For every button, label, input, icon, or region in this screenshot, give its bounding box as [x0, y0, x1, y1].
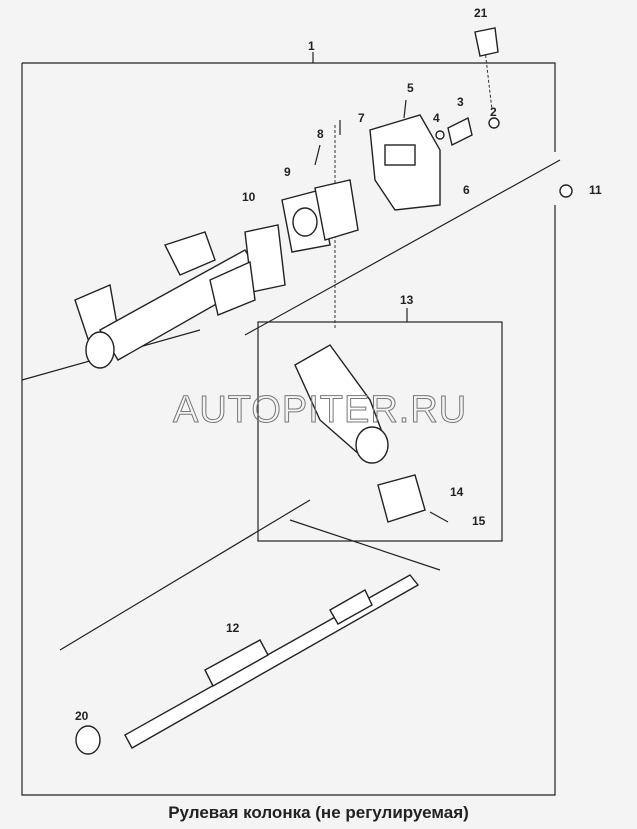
callout-8: 8: [317, 127, 324, 141]
assembly-1-frame: [22, 62, 556, 152]
spring-part-3: [447, 116, 473, 147]
assembly-13-frame: [257, 321, 503, 542]
callout-15: 15: [472, 514, 486, 528]
screw-part-15: [429, 511, 449, 523]
clip-part-21: [474, 27, 499, 57]
guide-line: [289, 519, 441, 571]
washer-part-4: [435, 130, 445, 140]
callout-12: 12: [226, 621, 240, 635]
callout-6: 6: [463, 183, 470, 197]
callout-13: 13: [400, 293, 414, 307]
housing-part-9: [281, 179, 359, 253]
screw-part-5: [403, 99, 407, 119]
guide-line: [59, 499, 311, 651]
bushing-part-20: [75, 725, 101, 755]
watermark: AUTOPITER.RU: [173, 389, 467, 431]
callout-14: 14: [450, 485, 464, 499]
callout-9: 9: [284, 165, 291, 179]
callout-11: 11: [589, 183, 602, 197]
nut-part-2: [488, 117, 500, 129]
callout-5: 5: [407, 81, 414, 95]
callout-3: 3: [457, 95, 464, 109]
callout-7: 7: [358, 111, 365, 125]
switch-part-14: [377, 474, 426, 523]
assembly-1-frame-bottom: [21, 63, 556, 796]
callout-1: 1: [308, 39, 315, 53]
nut-part-11: [559, 184, 573, 198]
dashed-axis: [484, 49, 493, 111]
ignition-switch-part-13: [294, 344, 449, 523]
callout-21: 21: [474, 6, 488, 20]
callout-10: 10: [242, 190, 256, 204]
guide-line: [244, 159, 561, 336]
lock-housing-part-6: [369, 114, 441, 211]
callout-2: 2: [490, 105, 497, 119]
callout-20: 20: [75, 709, 89, 723]
callout-4: 4: [433, 111, 440, 125]
diagram-caption: Рулевая колонка (не регулируемая): [168, 803, 469, 822]
bolt-part-8: [314, 144, 321, 166]
steering-shaft-part-12: [124, 574, 420, 749]
column-tube-part-10: [74, 224, 286, 369]
